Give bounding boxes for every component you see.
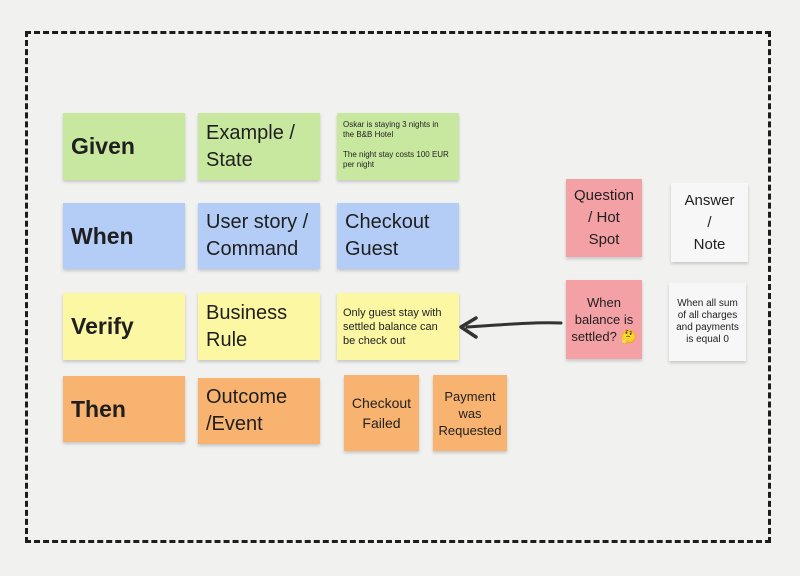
given-type-line: State — [206, 148, 253, 171]
then-label-note[interactable]: Then — [63, 376, 185, 442]
given-example-line: per night — [343, 160, 375, 169]
when-type-line: User story / — [206, 211, 309, 233]
then-example-note[interactable]: Checkout Failed — [344, 375, 419, 451]
given-example-line: Oskar is staying 3 nights in — [343, 120, 439, 129]
then-type-line: /Event — [206, 413, 263, 435]
then-example-note[interactable]: Payment was Requested — [433, 375, 507, 451]
then-example-line: Failed — [362, 415, 401, 431]
board-frame — [25, 31, 771, 543]
legend-question-line: Question — [573, 187, 635, 204]
question-line: When — [587, 295, 621, 310]
legend-answer-line: Answer — [684, 191, 735, 209]
legend-answer-note[interactable]: Answer / Note — [671, 183, 748, 262]
question-line: settled? 🤔 — [571, 329, 637, 344]
when-type-note[interactable]: User story / Command — [198, 203, 320, 269]
given-label-note[interactable]: Given — [63, 113, 185, 180]
connector-line — [465, 321, 563, 329]
answer-line: When all sum — [677, 298, 738, 309]
answer-line: of all charges — [677, 310, 738, 321]
arrow-head — [459, 316, 478, 339]
answer-note[interactable]: When all sum of all charges and payments… — [669, 283, 746, 361]
legend-answer-line: Note — [693, 235, 726, 253]
given-example-note[interactable]: Oskar is staying 3 nights in the B&B Hot… — [337, 113, 459, 180]
verify-example-line: be check out — [343, 334, 406, 347]
then-example-line: Payment — [444, 388, 496, 404]
then-type-line: Outcome — [206, 386, 288, 408]
legend-answer-line: / — [707, 213, 712, 231]
answer-line: and payments — [676, 322, 739, 333]
question-note[interactable]: When balance is settled? 🤔 — [566, 280, 642, 359]
verify-example-line: Only guest stay with — [343, 306, 442, 319]
given-example-line: The night stay costs 100 EUR — [343, 150, 449, 159]
answer-line: is equal 0 — [686, 334, 729, 345]
then-label: Then — [71, 395, 126, 422]
verify-example-note[interactable]: Only guest stay with settled balance can… — [337, 293, 459, 360]
then-type-note[interactable]: Outcome /Event — [198, 378, 320, 444]
when-example-line: Checkout — [345, 211, 430, 233]
when-label: When — [71, 222, 134, 249]
verify-label-note[interactable]: Verify — [63, 293, 185, 360]
then-example-line: Checkout — [351, 395, 412, 411]
legend-question-line: Spot — [588, 231, 620, 248]
legend-question-line: / Hot — [588, 209, 620, 226]
when-example-note[interactable]: Checkout Guest — [337, 203, 459, 269]
when-example-line: Guest — [345, 238, 399, 260]
then-example-line: was — [458, 405, 482, 421]
given-type-line: Example / — [206, 121, 295, 144]
question-line: balance is — [574, 312, 634, 327]
when-type-line: Command — [206, 238, 299, 260]
verify-type-line: Rule — [206, 328, 248, 351]
when-label-note[interactable]: When — [63, 203, 185, 269]
given-label: Given — [71, 133, 135, 159]
given-type-note[interactable]: Example / State — [198, 113, 320, 180]
then-example-line: Requested — [438, 422, 502, 438]
given-example-line: the B&B Hotel — [343, 130, 394, 139]
verify-type-line: Business — [206, 301, 288, 324]
verify-example-line: settled balance can — [343, 320, 438, 333]
verify-label: Verify — [71, 313, 134, 339]
legend-question-note[interactable]: Question / Hot Spot — [566, 179, 642, 257]
verify-type-note[interactable]: Business Rule — [198, 293, 320, 360]
